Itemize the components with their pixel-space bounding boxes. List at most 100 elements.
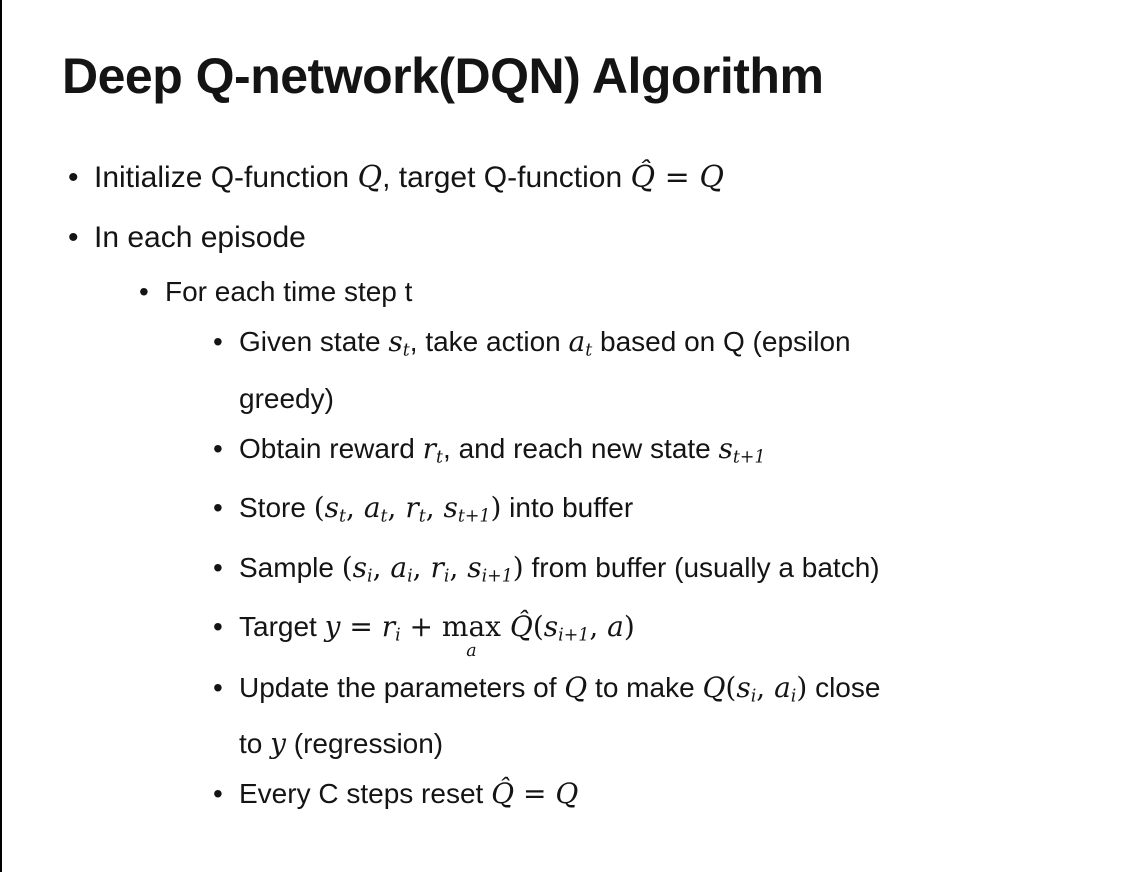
text-segment: Update the parameters of <box>239 671 565 703</box>
math-segment: r <box>405 491 419 524</box>
math-segment: Q̂ <box>491 777 515 811</box>
math-segment: i <box>750 686 757 707</box>
bullet-text: Store (st, at, rt, st+1) into buffer <box>239 484 1078 541</box>
bullet-item: • Obtain reward rt, and reach new state s… <box>68 425 1078 482</box>
bullet-text: Update the parameters of Q to make Q(si,… <box>239 664 1078 768</box>
math-segment: , <box>449 550 468 584</box>
math-segment: Q <box>357 160 383 195</box>
bullet-item: •Store (st, at, rt, st+1) into buffer <box>68 484 1078 541</box>
math-segment: , <box>589 610 608 643</box>
bullet-line: Obtain reward rt, and reach new state st… <box>239 425 1078 482</box>
bullet-list: • Initialize Q-function Q, target Q-funct… <box>68 158 1078 817</box>
text-segment: Initialize Q-function <box>94 161 358 194</box>
bullet-icon: • <box>68 161 79 194</box>
bullet-line: Given state st, take action at based on … <box>239 318 1078 375</box>
text-segment: from buffer (usually a batch) <box>523 551 880 583</box>
math-segment: ) <box>623 610 635 643</box>
bullet-line: Sample (si, ai, ri, si+1) from buffer (u… <box>239 544 1078 601</box>
math-segment: y <box>270 727 286 761</box>
math-segment: , <box>412 550 431 584</box>
math-segment: r <box>422 431 437 465</box>
bullet-item: •Sample (si, ai, ri, si+1) from buffer (… <box>68 544 1078 601</box>
bullet-icon: • <box>213 492 223 523</box>
bullet-icon: • <box>213 778 223 810</box>
text-segment: In each episode <box>94 221 306 254</box>
bullet-line: Store (st, at, rt, st+1) into buffer <box>239 484 1078 541</box>
math-segment: ) <box>490 491 502 524</box>
math-segment: Q <box>555 777 579 811</box>
math-segment: Q <box>699 160 724 195</box>
math-segment: = <box>340 610 382 643</box>
text-segment: to make <box>587 671 703 703</box>
math-segment: a <box>568 325 586 358</box>
bullet-icon: • <box>68 221 79 254</box>
bullet-text: In each episode <box>94 218 1078 258</box>
bullet-icon: • <box>213 551 223 583</box>
bullet-line: In each episode <box>94 218 1078 258</box>
math-segment: ( <box>313 491 325 524</box>
text-segment: close <box>807 671 881 703</box>
text-segment: greedy) <box>239 382 334 414</box>
bullet-text: Obtain reward rt, and reach new state st… <box>239 425 1078 482</box>
math-segment: i <box>395 625 401 646</box>
math-segment: t <box>339 506 346 527</box>
bullet-text: Sample (si, ai, ri, si+1) from buffer (u… <box>239 544 1078 601</box>
math-segment: i <box>443 566 450 586</box>
math-segment: Q̂ <box>509 610 533 643</box>
text-segment: , take action <box>409 326 569 357</box>
text-segment: Given state <box>239 326 389 357</box>
math-segment: t <box>380 506 388 527</box>
text-segment: , and reach new state <box>443 432 719 464</box>
math-segment: i <box>407 566 413 586</box>
text-segment: into buffer <box>501 492 634 523</box>
math-segment: + <box>400 610 442 643</box>
math-segment: = <box>514 777 556 811</box>
text-segment: Every C steps reset <box>239 778 492 810</box>
math-segment: ( <box>341 550 353 584</box>
math-segment: ( <box>725 670 737 704</box>
math-segment: ( <box>532 610 544 643</box>
math-segment: t <box>418 506 426 527</box>
math-segment: = <box>655 160 700 195</box>
bullet-line: greedy) <box>239 375 1078 422</box>
bullet-icon: • <box>213 432 223 464</box>
bullet-line: Every C steps reset Q̂ = Q <box>239 770 1078 817</box>
bullet-icon: • <box>213 671 223 703</box>
math-segment: ) <box>796 670 808 704</box>
math-segment: , <box>425 491 444 524</box>
math-segment: i <box>367 566 373 586</box>
text-segment: For each time step t <box>165 276 413 307</box>
math-segment: s <box>543 610 559 643</box>
bullet-item: • Every C steps reset Q̂ = Q <box>68 770 1078 817</box>
text-segment: Store <box>239 492 314 523</box>
text-segment: Sample <box>239 551 342 583</box>
math-segment: t <box>436 447 444 467</box>
bullet-text: Initialize Q-function Q, target Q-functi… <box>94 158 1078 198</box>
text-segment: to <box>239 728 271 760</box>
text-segment: based on Q (epsilon <box>592 326 851 357</box>
bullet-item: • For each time step t <box>68 272 1078 312</box>
bullet-line: to y (regression) <box>239 720 1078 767</box>
bullet-text: For each time step t <box>165 272 1078 312</box>
bullet-icon: • <box>139 276 149 307</box>
math-segment: a <box>390 550 408 584</box>
math-segment: s <box>443 491 458 524</box>
math-segment: s <box>352 550 368 584</box>
math-segment: , <box>372 550 391 584</box>
math-segment: i+1 <box>481 566 513 586</box>
bullet-item: • Initialize Q-function Q, target Q-funct… <box>68 158 1078 198</box>
math-segment: Q̂ <box>630 160 656 195</box>
bullet-line: Initialize Q-function Q, target Q-functi… <box>94 158 1078 198</box>
math-segment: y <box>324 610 341 643</box>
math-segment: a <box>607 610 624 643</box>
math-segment: s <box>388 325 403 358</box>
text-segment: (regression) <box>285 728 444 760</box>
math-segment: , <box>756 670 775 704</box>
bullet-line: Update the parameters of Q to make Q(si,… <box>239 664 1078 721</box>
math-segment: t <box>402 340 410 361</box>
bullet-icon: • <box>213 326 223 357</box>
